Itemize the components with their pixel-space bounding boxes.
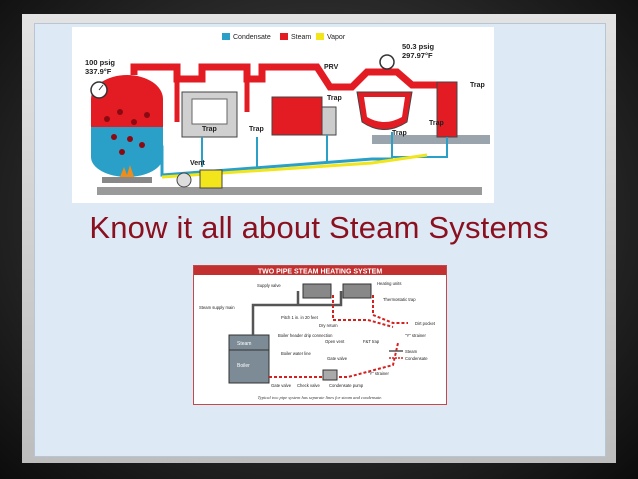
- heating-unit-2: [342, 283, 372, 299]
- left-gauge-pressure: 100 psig: [85, 58, 115, 67]
- heating-units-label: Heating units: [377, 281, 401, 286]
- steam-system-diagram: Condensate Steam Vapor 100 psig 337.9°F …: [72, 27, 494, 203]
- trap-label-1: Trap: [202, 126, 217, 133]
- boiler-box-label: Boiler: [237, 363, 250, 369]
- supply-valve-label: Supply valve: [257, 283, 281, 288]
- diagram2-title: TWO PIPE STEAM HEATING SYSTEM: [258, 269, 382, 276]
- heat-exchanger-2: [271, 96, 323, 136]
- ft-trap-label: F&T trap: [363, 339, 380, 344]
- trap-label-4: Trap: [392, 130, 407, 137]
- right-gauge-pressure: 50.3 psig: [402, 42, 435, 51]
- gate-valve-label: Gate valve: [271, 383, 292, 388]
- heating-unit-1: [302, 283, 332, 299]
- heat-exchanger-3: [436, 81, 458, 138]
- y-strainer-label-2: "Y" strainer: [368, 371, 389, 376]
- trap-label-3: Trap: [327, 95, 342, 102]
- pressure-gauge-icon: [379, 54, 395, 70]
- legend-steam-label: Steam: [405, 349, 418, 354]
- vent-label: Vent: [190, 160, 205, 167]
- legend-steam: Steam: [291, 34, 311, 41]
- y-strainer-label-1: "Y" strainer: [405, 333, 426, 338]
- boiler-header-label: Boiler header drip connection: [278, 333, 333, 338]
- check-valve-label: Check valve: [297, 383, 320, 388]
- trap-label-6: Trap: [470, 82, 485, 89]
- open-vent-label: Open vent: [325, 339, 345, 344]
- diagram-legend: Condensate Steam Vapor: [222, 33, 346, 41]
- prv-label: PRV: [324, 64, 339, 71]
- boiler-box: [228, 334, 270, 384]
- trap-label-2: Trap: [249, 126, 264, 133]
- pitch-label: Pitch 1 in. in 20 feet: [281, 315, 319, 320]
- gate-valve-label-2: Gate valve: [327, 356, 348, 361]
- steam-box-label: Steam: [237, 341, 251, 347]
- condensate-pump-label: Condensate pump: [329, 383, 364, 388]
- dirt-pocket-label: Dirt pocket: [415, 321, 436, 326]
- slide-title: Know it all about Steam Systems: [89, 210, 549, 245]
- two-pipe-heating-diagram: TWO PIPE STEAM HEATING SYSTEM Steam Boil…: [193, 265, 447, 405]
- left-gauge-temp: 337.9°F: [85, 67, 112, 76]
- legend-condensate: Condensate: [233, 34, 271, 41]
- right-gauge-temp: 297.97°F: [402, 51, 433, 60]
- boiler-water-line-label: Boiler water line: [281, 351, 311, 356]
- legend-condensate-label: Condensate: [405, 356, 428, 361]
- dry-return-label: Dry return: [319, 323, 338, 328]
- diagram2-caption: Typical two pipe system has separate lin…: [258, 395, 383, 400]
- trap-label-5: Trap: [429, 120, 444, 127]
- legend-vapor: Vapor: [327, 34, 346, 41]
- steam-supply-main-label: Steam supply main: [199, 305, 235, 310]
- boiler: [91, 75, 163, 183]
- thermostatic-trap-label: Thermostatic trap: [383, 297, 416, 302]
- condensate-receiver: [199, 169, 223, 189]
